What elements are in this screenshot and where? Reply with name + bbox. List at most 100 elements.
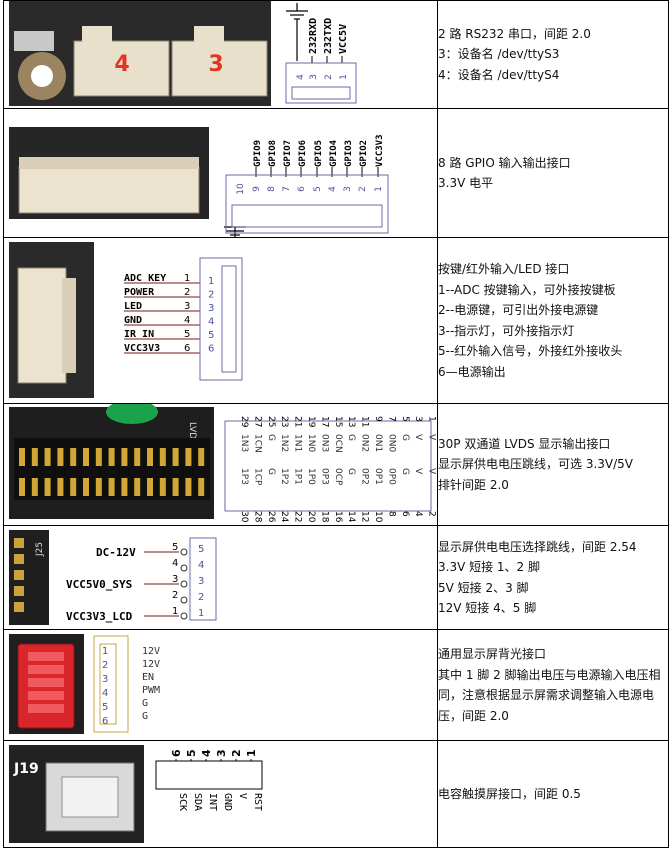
desc-line: 5V 短接 2、3 脚 — [438, 580, 529, 595]
lvds-header-pin — [44, 448, 51, 466]
key-connector-side — [62, 278, 76, 373]
lvds-top-number: 21 — [293, 416, 303, 427]
lvds-top-number: 29 — [239, 416, 249, 428]
pin-number-2: 2 — [324, 74, 334, 80]
lvds-top-number: 15 — [333, 416, 343, 427]
key-box-number: 5 — [208, 330, 214, 341]
jumper-pins-photo — [14, 538, 24, 612]
key-box-number: 1 — [208, 276, 214, 287]
lvds-lower-signal: 0CP — [333, 468, 343, 486]
lvds-header-pin — [121, 448, 128, 466]
connector-4 — [73, 40, 170, 97]
gpio-pin-label: GPIO2 — [359, 140, 369, 167]
lvds-board-label: LVDS — [187, 422, 197, 445]
key-box-number: 2 — [208, 290, 214, 301]
lvds-header-pin — [70, 478, 77, 496]
lvds-lower-signal: G — [266, 468, 276, 475]
key-pin-label: VCC3V3 — [124, 343, 160, 354]
key-connector-outline — [199, 257, 243, 381]
lvds-upper-signal: 0N1 — [373, 434, 383, 452]
gpio-pin-label: GPIO9 — [253, 140, 263, 167]
lvds-upper-signal: 1CN — [252, 434, 262, 453]
connector-3 — [171, 40, 268, 97]
backlight-signal: EN — [142, 672, 154, 683]
pin-label-232txd: 232TXD — [323, 18, 334, 54]
lvds-upper-signal: 0N3 — [319, 434, 329, 452]
touch-signal: V — [237, 793, 248, 799]
j25-board-label: J25 — [35, 542, 45, 557]
lvds-lower-signal: 1P3 — [239, 468, 249, 485]
lvds-upper-signal: V — [427, 434, 437, 441]
lvds-bottom-number: 20 — [306, 511, 316, 523]
desc-line: 4：设备名 /dev/ttyS4 — [438, 67, 560, 82]
lvds-top-number: 17 — [319, 416, 329, 427]
touch-signal: RST — [252, 793, 263, 811]
desc-line: 显示屏供电电压跳线，可选 3.3V/5V — [438, 457, 633, 472]
backlight-box-number: 5 — [102, 702, 108, 713]
lvds-lower-signal: 0P0 — [386, 468, 396, 485]
backlight-signal: 12V — [142, 659, 160, 670]
desc-line: 2 路 RS232 串口，间距 2.0 — [438, 26, 591, 41]
lvds-bottom-number: 12 — [360, 511, 370, 522]
connector-label-4: 4 — [114, 52, 129, 77]
desc-line: 其中 1 脚 2 脚输出电压与电源输入电压相同，注意根据显示屏需求调整输入电源电… — [438, 667, 661, 723]
lvds-header-pin — [185, 448, 192, 466]
pin-number-3: 3 — [309, 74, 319, 80]
key-pin-number: 5 — [184, 329, 190, 340]
lvds-header-pin — [19, 478, 25, 496]
lvds-lower-signal: G — [346, 468, 356, 475]
lvds-bottom-number: 6 — [400, 511, 410, 517]
lvds-header-pin — [147, 448, 153, 466]
lvds-header-pin — [134, 448, 141, 466]
jumper-connector-outline — [189, 537, 217, 621]
lvds-lower-signal: 0P2 — [360, 468, 370, 485]
desc-line: 1--ADC 按键输入，可外接按键板 — [438, 282, 616, 297]
jumper-label-dc12v: DC-12V — [96, 546, 136, 559]
pin-number-4: 4 — [296, 74, 306, 80]
lvds-lower-signal: 0P1 — [373, 468, 383, 485]
lvds-header-pin — [172, 448, 179, 466]
lvds-header-pin — [147, 478, 153, 496]
lvds-lower-signal: V — [413, 468, 423, 475]
lvds-header-pin — [198, 478, 205, 496]
lvds-top-number: 19 — [306, 416, 316, 428]
gpio-pin-number: 2 — [358, 186, 368, 192]
lvds-bottom-number: 24 — [279, 511, 289, 523]
lvds-header-pin — [95, 478, 102, 496]
lvds-top-number: 23 — [279, 416, 289, 427]
gpio-pin-labels: VCC3V3GPIO2GPIO3GPIO4GPIO5GPIO6GPIO7GPIO… — [253, 134, 385, 167]
lvds-top-number: 27 — [252, 416, 262, 427]
pin-label-232rxd: 232RXD — [308, 18, 319, 54]
gpio-pin-number: 7 — [282, 186, 292, 192]
key-box-number: 6 — [208, 344, 214, 355]
desc-line: 显示屏供电电压选择跳线，间距 2.54 — [438, 539, 637, 554]
lvds-lower-signal: 1P2 — [279, 468, 289, 485]
key-box-number: 4 — [208, 317, 214, 328]
gpio-pin-number: 9 — [252, 186, 262, 192]
lvds-top-number: 11 — [360, 416, 370, 427]
lvds-bottom-number: 10 — [373, 511, 383, 523]
gpio-pin-label: GPIO8 — [268, 140, 278, 167]
lvds-header-pin — [44, 478, 51, 496]
connector-3-latch — [194, 26, 224, 44]
lvds-header-pin — [121, 478, 128, 496]
touch-connector-inner — [61, 776, 119, 818]
touch-signal: SCK — [177, 793, 188, 811]
touch-pin-number: 1 — [245, 749, 258, 757]
backlight-signal: 12V — [142, 646, 160, 657]
lvds-upper-signal: 1N3 — [239, 434, 249, 452]
desc-line: 3.3V 电平 — [438, 176, 494, 190]
lvds-upper-signal: G — [266, 434, 276, 441]
lvds-bottom-number: 26 — [266, 511, 276, 523]
lvds-bottom-number: 22 — [293, 511, 303, 522]
